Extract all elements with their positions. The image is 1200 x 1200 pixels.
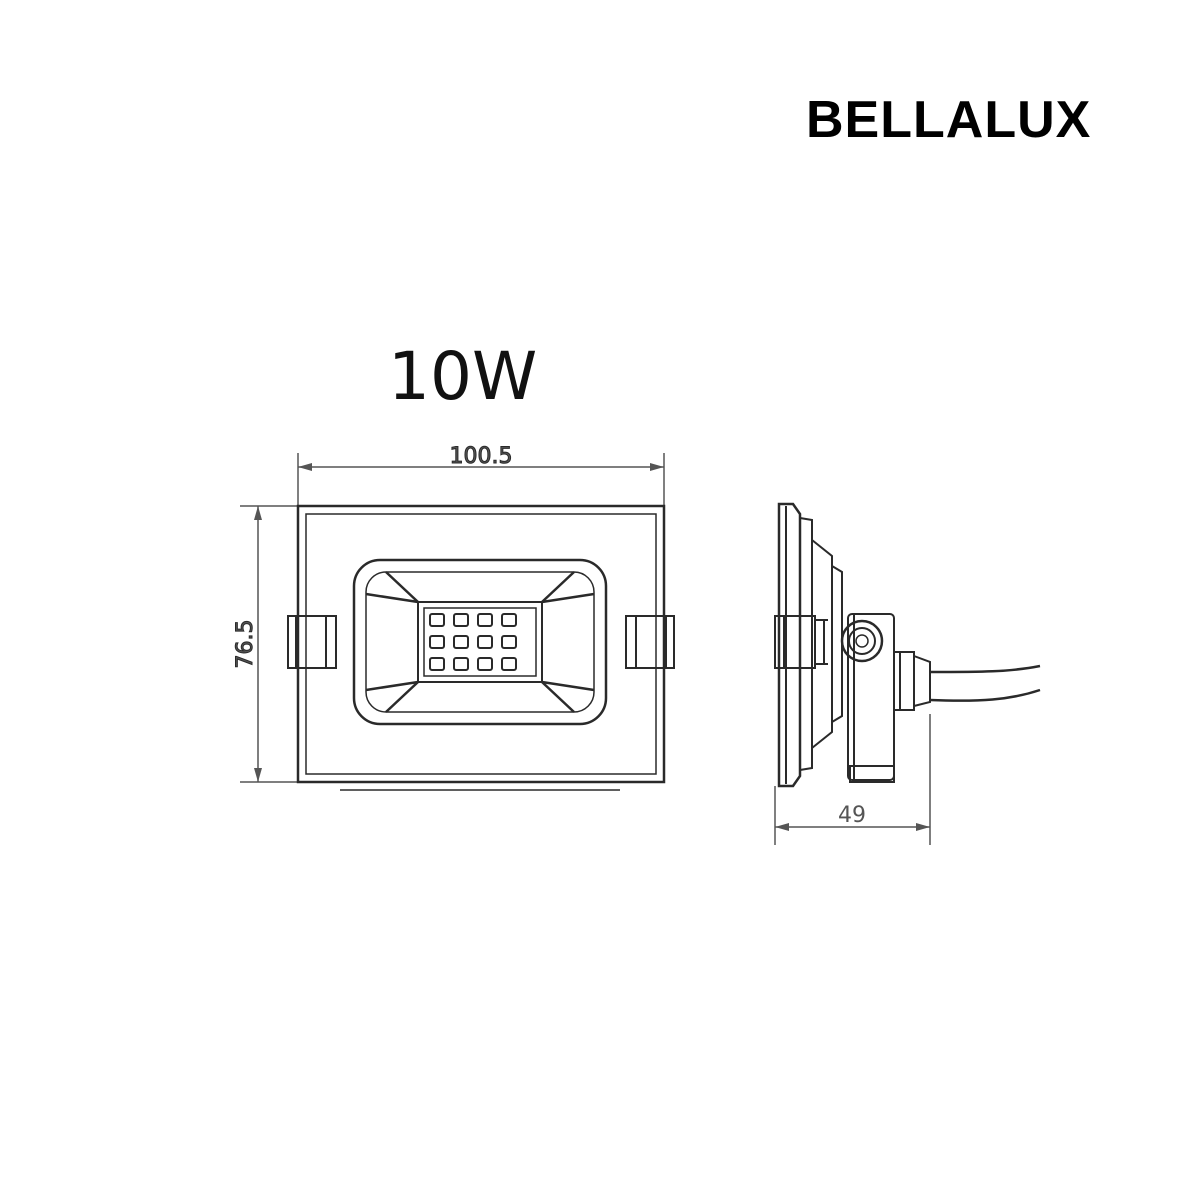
brand-logo: BELLALUX bbox=[806, 91, 1092, 149]
power-cable bbox=[929, 664, 1041, 674]
power-label: 10W bbox=[388, 338, 538, 415]
left-clip bbox=[287, 615, 337, 669]
height-dimension-value: 76.5 bbox=[233, 620, 258, 669]
side-clip bbox=[774, 615, 816, 669]
mounting-bracket bbox=[847, 613, 895, 783]
side-view bbox=[774, 502, 1041, 845]
housing-outer bbox=[296, 504, 666, 784]
housing-inner bbox=[305, 513, 657, 775]
right-clip bbox=[625, 615, 675, 669]
pivot-knob-icon bbox=[840, 619, 884, 663]
depth-dimension-value: 49 bbox=[838, 803, 866, 828]
front-view: 100.5 76.5 bbox=[233, 444, 675, 791]
depth-dimension bbox=[774, 714, 931, 845]
led-array bbox=[429, 613, 517, 671]
side-front-plate bbox=[777, 502, 802, 788]
width-dimension-value: 100.5 bbox=[450, 444, 513, 469]
reflector bbox=[352, 558, 608, 726]
width-dimension bbox=[297, 453, 665, 505]
cable-gland bbox=[894, 651, 931, 711]
height-dimension bbox=[240, 505, 298, 783]
